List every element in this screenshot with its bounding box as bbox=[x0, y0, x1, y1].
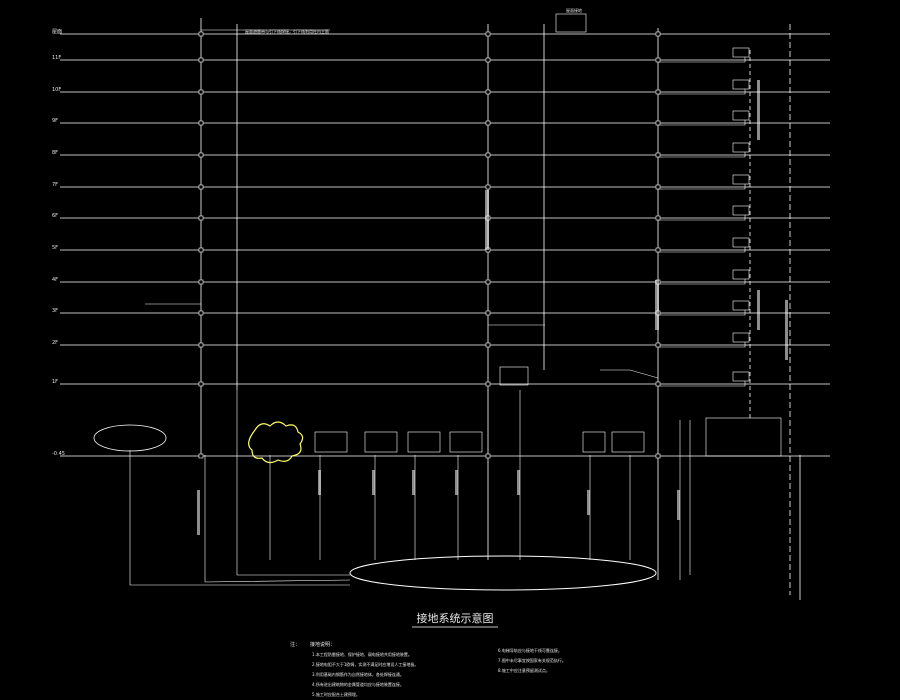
connection-point bbox=[655, 184, 661, 190]
connection-point bbox=[655, 120, 661, 126]
floor-label: 2F bbox=[52, 340, 58, 346]
connection-point bbox=[485, 279, 491, 285]
cloud-highlight bbox=[248, 421, 304, 464]
terminal-leader bbox=[658, 279, 746, 285]
terminal-leader bbox=[658, 247, 746, 253]
connection-point bbox=[198, 381, 204, 387]
notes-right: 6.电梯导轨应与接地干线可靠连接。 7.图中未尽事宜按国家有关规范执行。 8.施工中… bbox=[498, 647, 566, 673]
terminal-box bbox=[732, 300, 750, 311]
note-line: 1.本工程防雷接地、保护接地、弱电接地共用接地装置。 bbox=[312, 651, 412, 657]
notes-left: 1.本工程防雷接地、保护接地、弱电接地共用接地装置。 2.接地电阻不大于1欧姆，实… bbox=[312, 651, 418, 697]
notes-subheading: 接地说明： bbox=[310, 641, 335, 648]
terminal-box bbox=[732, 205, 750, 216]
terminal-box bbox=[732, 237, 750, 248]
connection-point bbox=[655, 89, 661, 95]
notes-heading: 注： bbox=[290, 641, 300, 648]
terminal-box bbox=[732, 174, 750, 185]
ground-floor-boxes bbox=[314, 13, 782, 457]
floor-label: 5F bbox=[52, 245, 58, 251]
connection-point bbox=[198, 342, 204, 348]
connection-point bbox=[198, 120, 204, 126]
diagram-title: 接地系统示意图 bbox=[417, 611, 494, 625]
connection-point bbox=[198, 310, 204, 316]
floor-label: 4F bbox=[52, 277, 58, 283]
connection-point bbox=[198, 152, 204, 158]
riser-labels bbox=[197, 80, 788, 535]
connection-point bbox=[655, 31, 661, 37]
floor-label: 6F bbox=[52, 213, 58, 219]
terminal-leader bbox=[658, 152, 746, 158]
connection-point bbox=[485, 381, 491, 387]
right-terminal-boxes bbox=[658, 47, 750, 387]
note-line: 2.接地电阻不大于1欧姆，实测不满足时应增设人工接地极。 bbox=[312, 661, 418, 667]
note-line: 6.电梯导轨应与接地干线可靠连接。 bbox=[498, 647, 562, 653]
connection-point bbox=[198, 215, 204, 221]
connection-point bbox=[198, 247, 204, 253]
floor-labels: 屋面 11F 10F 9F 8F 7F 6F 5F 4F 3F 2F 1F -0.45 bbox=[52, 29, 65, 457]
connection-point bbox=[485, 184, 491, 190]
connection-point bbox=[655, 215, 661, 221]
note-line: 5.施工时应配合土建预埋。 bbox=[312, 691, 360, 697]
terminal-leader bbox=[658, 310, 746, 316]
note-line: 4.所有进出建筑物的金属管道均应与接地装置连接。 bbox=[312, 681, 404, 687]
connection-point bbox=[655, 152, 661, 158]
floor-label: 10F bbox=[52, 87, 61, 93]
connection-point bbox=[198, 279, 204, 285]
terminal-leader bbox=[658, 89, 746, 95]
terminal-box bbox=[732, 332, 750, 343]
terminal-leader bbox=[658, 57, 746, 63]
grounding-ring bbox=[349, 555, 657, 591]
floor-label: 8F bbox=[52, 150, 58, 156]
floor-label: 9F bbox=[52, 118, 58, 124]
connection-point bbox=[485, 453, 491, 459]
note-line: 3.利用基础内钢筋作为自然接地体，各处焊接连通。 bbox=[312, 671, 404, 677]
connection-point bbox=[485, 152, 491, 158]
terminal-box bbox=[732, 79, 750, 90]
terminal-leader bbox=[658, 342, 746, 348]
top-box-label: 屋面接地 bbox=[566, 7, 582, 13]
floor-lines bbox=[60, 33, 830, 457]
connection-point bbox=[485, 120, 491, 126]
floor-label: 11F bbox=[52, 55, 61, 61]
connection-point bbox=[655, 453, 661, 459]
connection-point bbox=[655, 57, 661, 63]
connection-point bbox=[485, 342, 491, 348]
connection-point bbox=[198, 453, 204, 459]
terminal-leader bbox=[658, 120, 746, 126]
terminal-leader bbox=[658, 215, 746, 221]
connection-point bbox=[198, 184, 204, 190]
connection-point bbox=[485, 310, 491, 316]
connection-point bbox=[485, 57, 491, 63]
terminal-box bbox=[732, 47, 750, 58]
left-bubble bbox=[93, 424, 167, 452]
annotation-leaders bbox=[145, 29, 659, 379]
terminal-box bbox=[732, 269, 750, 280]
terminal-leader bbox=[658, 381, 746, 387]
floor-label: -0.45 bbox=[52, 451, 65, 457]
terminal-box bbox=[732, 110, 750, 121]
terminal-box bbox=[732, 371, 750, 382]
connection-point bbox=[485, 31, 491, 37]
connection-point bbox=[655, 342, 661, 348]
terminal-box bbox=[732, 142, 750, 153]
floor-label: 屋面 bbox=[52, 29, 62, 35]
terminal-leader bbox=[658, 184, 746, 190]
note-line: 7.图中未尽事宜按国家有关规范执行。 bbox=[498, 657, 566, 663]
floor-label: 7F bbox=[52, 182, 58, 188]
connection-point bbox=[655, 381, 661, 387]
note-line: 8.施工中应注意预留测试点。 bbox=[498, 667, 550, 673]
connection-point bbox=[198, 31, 204, 37]
top-note: 屋面避雷带与引下线焊接，引下线利用柱内主筋 bbox=[245, 28, 329, 34]
connection-point bbox=[198, 89, 204, 95]
connection-point bbox=[485, 89, 491, 95]
floor-label: 1F bbox=[52, 379, 58, 385]
floor-label: 3F bbox=[52, 308, 58, 314]
connection-point bbox=[198, 57, 204, 63]
connection-point bbox=[655, 247, 661, 253]
